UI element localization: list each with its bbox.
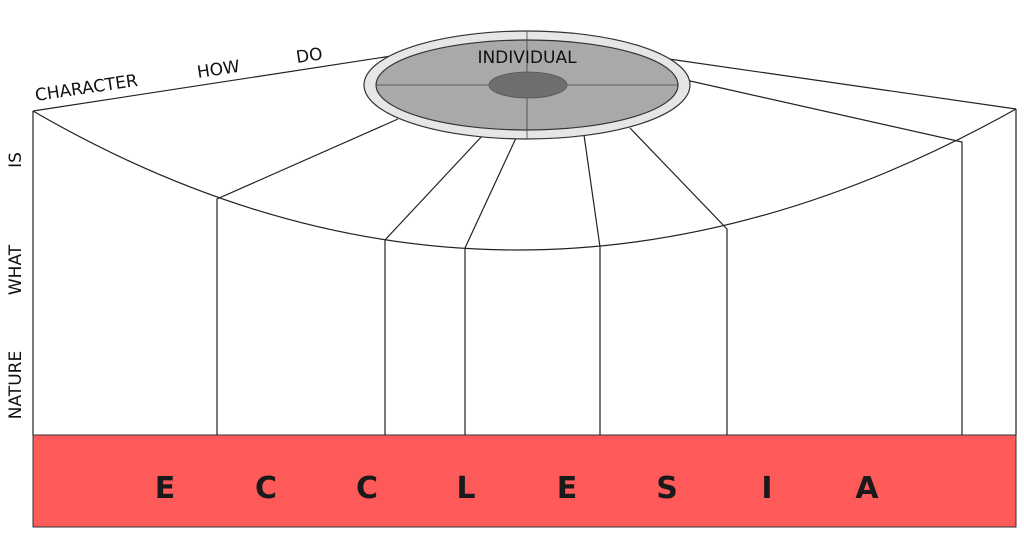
- connector-2: [216, 118, 399, 435]
- connector-6: [629, 127, 728, 435]
- connector-4: [464, 137, 517, 435]
- connector-lines: [216, 75, 963, 435]
- ecclesia-bar: [32, 434, 1017, 528]
- label-is: IS: [6, 152, 26, 168]
- ecclesia-letter-8: A: [855, 471, 879, 506]
- ecclesia-letters: E C C L E S I A: [155, 471, 880, 506]
- ecclesia-letter-4: L: [456, 471, 475, 506]
- connector-7: [667, 75, 963, 435]
- disc-core: [488, 71, 568, 99]
- ecclesia-letter-7: I: [761, 471, 772, 506]
- ecclesia-letter-3: C: [356, 471, 378, 506]
- top-right-edge: [661, 57, 1017, 110]
- label-character: CHARACTER: [34, 71, 140, 106]
- connector-5: [583, 134, 601, 435]
- ecclesia-letter-5: E: [557, 471, 578, 506]
- label-nature: NATURE: [6, 351, 26, 419]
- ecclesia-letter-1: E: [155, 471, 176, 506]
- label-do: DO: [295, 44, 324, 68]
- label-what: WHAT: [6, 244, 26, 295]
- individual-disc: [363, 30, 691, 140]
- inner-arc: [32, 108, 1017, 251]
- connector-3: [384, 133, 485, 435]
- label-how: HOW: [196, 57, 242, 83]
- label-individual: INDIVIDUAL: [477, 48, 577, 68]
- top-left-edge: [32, 54, 399, 112]
- ecclesia-letter-6: S: [656, 471, 678, 506]
- frame-lines: [32, 54, 1017, 435]
- ecclesia-letter-2: C: [255, 471, 277, 506]
